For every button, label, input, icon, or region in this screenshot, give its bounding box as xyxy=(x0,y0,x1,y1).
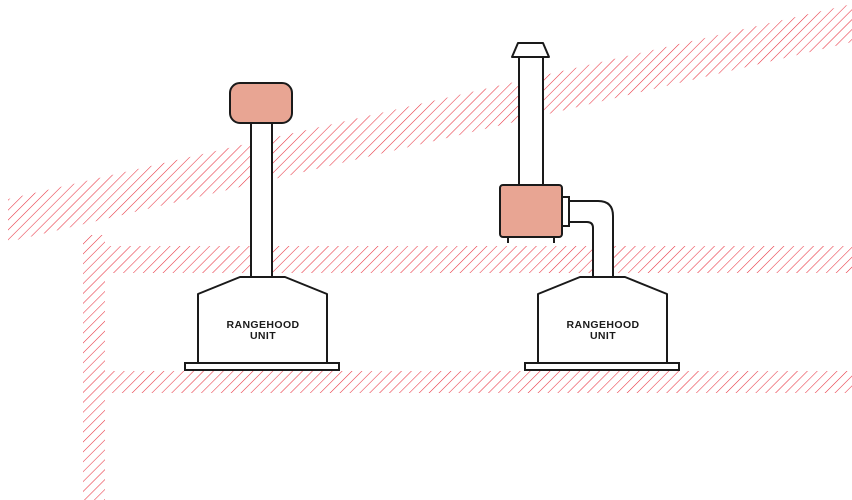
right-installation xyxy=(499,42,680,371)
right-vertical-duct xyxy=(518,56,544,186)
fan-outlet-flange xyxy=(561,196,570,227)
label-line: RANGEHOOD xyxy=(226,319,300,331)
label-line: UNIT xyxy=(249,330,277,342)
left-rangehood-base xyxy=(184,362,340,371)
left-rangehood-body xyxy=(197,276,328,363)
right-rangehood-base xyxy=(524,362,680,371)
left-installation xyxy=(184,82,340,371)
left-duct xyxy=(250,122,273,278)
floor-hatch xyxy=(105,371,852,393)
right-rangehood-body xyxy=(537,276,668,363)
wall-hatch xyxy=(83,235,105,500)
right-rangehood-label: RANGEHOOD UNIT xyxy=(533,320,673,342)
flue-cap xyxy=(511,42,550,58)
ceiling-hatch xyxy=(105,246,852,273)
label-line: UNIT xyxy=(589,330,617,342)
roof-cowl xyxy=(229,82,293,124)
label-line: RANGEHOOD xyxy=(566,319,640,331)
left-rangehood-label: RANGEHOOD UNIT xyxy=(193,320,333,342)
roof-hatch xyxy=(8,4,852,242)
building-structure xyxy=(8,4,852,500)
inline-fan xyxy=(499,184,563,238)
